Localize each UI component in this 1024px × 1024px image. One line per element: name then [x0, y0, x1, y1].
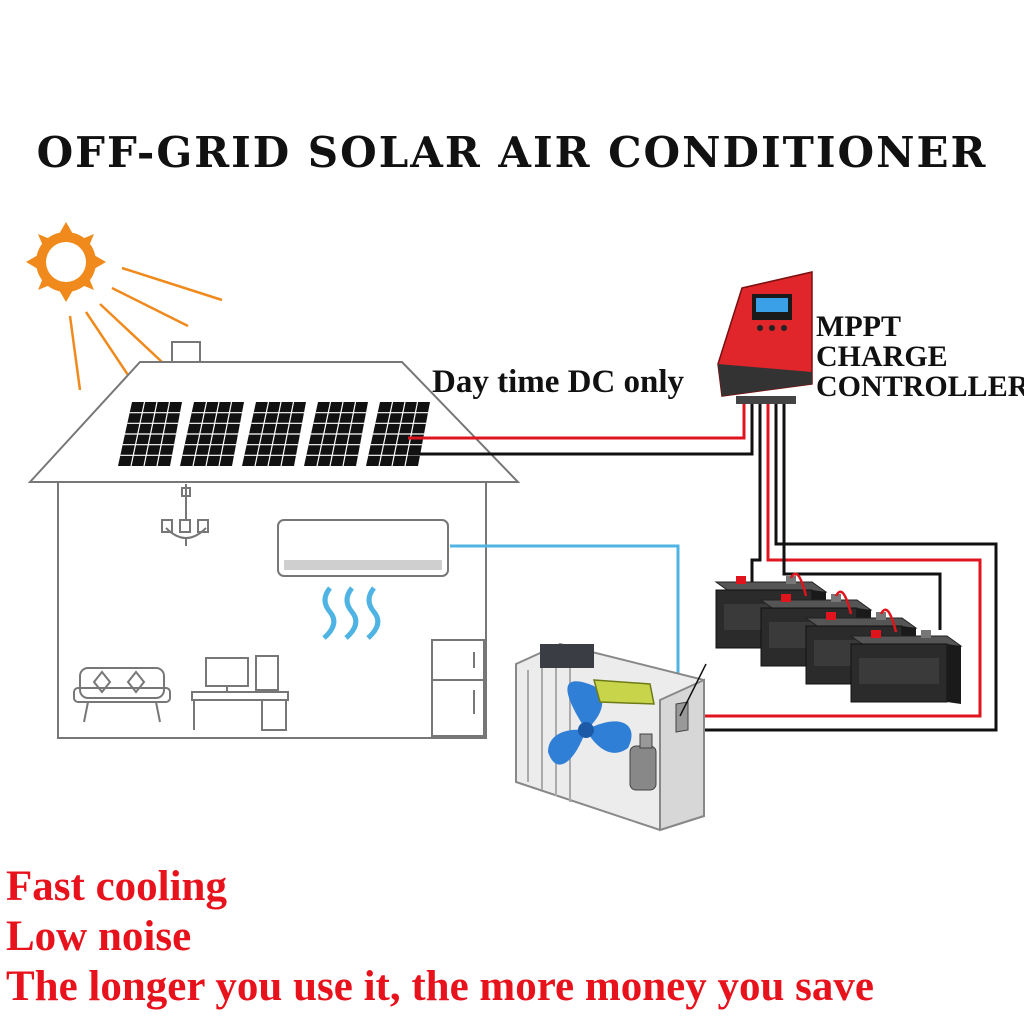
control-box [540, 644, 594, 668]
solar-panel [180, 401, 244, 467]
feature-item: Low noise [6, 913, 192, 960]
controller-label-line3: CONTROLLER [816, 370, 1024, 403]
battery-wires [686, 402, 998, 732]
controller-label-line2: CHARGE [816, 340, 948, 373]
solar-panels [118, 401, 430, 467]
feature-item: Fast cooling [6, 863, 227, 910]
fan-blade-icon [548, 681, 632, 765]
compressor-icon [629, 733, 657, 791]
outdoor-ac-unit [515, 642, 707, 832]
battery-link-wire [879, 608, 898, 633]
sun-icon [26, 222, 223, 397]
day-time-dc-label: Day time DC only [432, 364, 685, 400]
cool-air-icon [322, 586, 381, 640]
refrigerant-line [450, 544, 680, 716]
panel-wires [408, 402, 754, 456]
indoor-ac-unit [277, 519, 449, 640]
controller-label-line1: MPPT [816, 310, 901, 343]
solar-panel [242, 401, 306, 467]
feature-item: The longer you use it, the more money yo… [6, 963, 874, 1010]
inverter-board [592, 679, 655, 705]
fridge-icon [431, 639, 485, 737]
desk-computer-icon [191, 655, 289, 731]
solar-panel [118, 401, 182, 467]
solar-panel [304, 401, 368, 467]
battery-bank [714, 572, 963, 704]
controller-label: MPPT CHARGE CONTROLLER [816, 312, 1024, 402]
battery-icon [849, 630, 963, 704]
chandelier-icon [161, 484, 209, 546]
feature-list: Fast cooling Low noise The longer you us… [6, 862, 874, 1012]
diagram-title: OFF-GRID SOLAR AIR CONDITIONER [36, 128, 988, 177]
mppt-charge-controller [717, 271, 813, 404]
battery-link-wire [789, 572, 808, 597]
battery-link-wire [834, 590, 853, 615]
sofa-icon [73, 667, 171, 723]
